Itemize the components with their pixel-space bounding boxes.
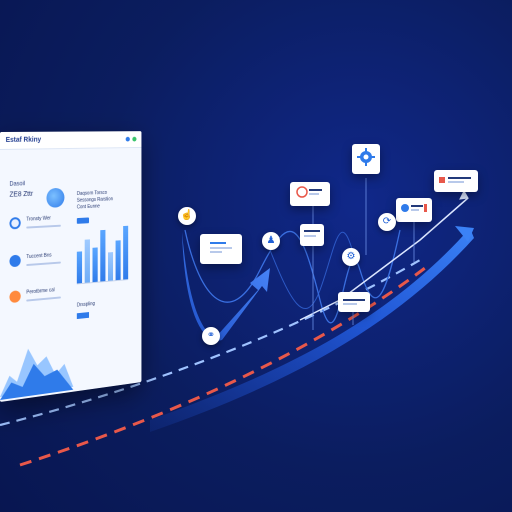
ribbon-arrow-tip xyxy=(455,226,474,242)
sync-icon[interactable]: ⟳ xyxy=(378,213,396,231)
dashboard-bar xyxy=(115,240,121,281)
dashboard-panel: Estaf Rkiny Dasoil ZE8 Zttr Tronsty Wer … xyxy=(0,131,142,402)
area-chart-icon xyxy=(0,343,74,400)
message-icon xyxy=(304,226,320,244)
dashboard-section-subtitle: ZE8 Zttr xyxy=(9,190,34,199)
white-arrow-head-icon xyxy=(459,189,469,200)
floating-chart-card[interactable] xyxy=(200,234,242,264)
link-icon[interactable]: ⚭ xyxy=(202,327,220,345)
wave-curve-2 xyxy=(269,231,356,310)
blue-sweep-ribbon xyxy=(150,228,474,432)
red-dashed-trend-line xyxy=(19,266,426,467)
dashboard-bar-chart xyxy=(76,221,129,285)
dashboard-bar xyxy=(123,225,129,280)
stats-card-icon xyxy=(400,201,428,220)
gear-icon xyxy=(357,147,375,171)
profile-circle-icon xyxy=(46,187,65,208)
floating-notification-card[interactable] xyxy=(434,170,478,192)
dashboard-bar xyxy=(76,251,83,284)
hand-icon[interactable]: ☝ xyxy=(178,207,196,225)
dashboard-section-title: Dasoil xyxy=(9,181,26,188)
dashboard-bar xyxy=(92,247,98,283)
mini-card-icon xyxy=(343,293,365,311)
chart-icon xyxy=(209,240,233,259)
list-item-label: Perotbrme cal xyxy=(26,287,55,296)
settings-icon[interactable]: ⚙ xyxy=(342,248,360,266)
chart-ring-icon xyxy=(9,216,21,230)
floating-profile-card[interactable] xyxy=(290,182,330,206)
user-icon xyxy=(9,254,21,268)
notification-icon xyxy=(439,172,473,190)
summary-text: Daqsorn Torsco Sessongs Rarstion Cont Eu… xyxy=(76,190,114,211)
floating-stats-card[interactable] xyxy=(396,198,432,222)
profile-card-icon xyxy=(296,185,324,204)
light-dashed-trend-line xyxy=(0,259,421,427)
dashboard-list-item[interactable]: Tuccent Bns xyxy=(9,252,61,268)
list-item-label: Tronsty Wer xyxy=(26,215,51,223)
dashboard-bar xyxy=(100,229,106,282)
list-item-label: Tuccent Bns xyxy=(26,252,52,261)
footer-button[interactable] xyxy=(76,312,90,320)
dashboard-bar xyxy=(107,252,114,281)
status-dot-icon xyxy=(132,136,137,142)
dashboard-footer: Drsspling xyxy=(76,300,95,322)
dashboard-bar xyxy=(84,239,90,283)
dashboard-brand: Estaf Rkiny xyxy=(5,136,42,144)
dashboard-topbar: Estaf Rkiny xyxy=(0,131,142,150)
dashboard-list-item[interactable]: Perotbrme cal xyxy=(9,287,61,304)
floating-mini-card[interactable] xyxy=(338,292,370,312)
floating-settings-card[interactable] xyxy=(352,144,380,174)
footer-label: Drsspling xyxy=(76,300,95,309)
floating-message-card[interactable] xyxy=(300,224,324,246)
dashboard-list-item[interactable]: Tronsty Wer xyxy=(9,215,61,230)
status-dot-icon xyxy=(125,136,130,142)
white-growth-line xyxy=(299,197,469,321)
user-icon[interactable]: ♟ xyxy=(262,232,280,250)
window-controls xyxy=(125,136,137,142)
avatar xyxy=(9,290,21,304)
